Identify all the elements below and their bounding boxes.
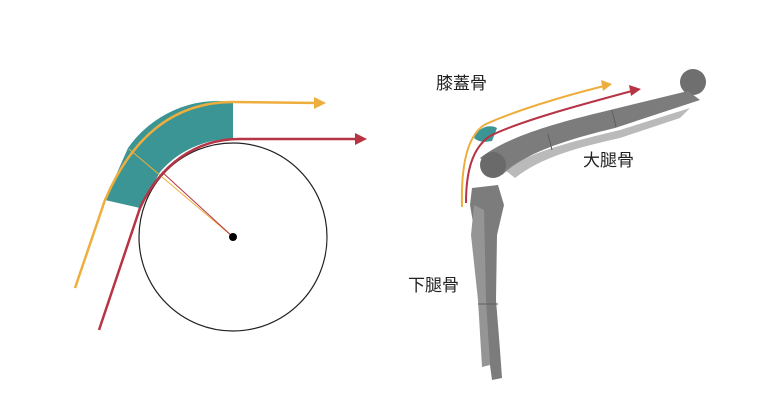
patella-shape (474, 126, 497, 142)
orange-arrowhead (314, 97, 326, 109)
joint-circle (138, 142, 328, 332)
patella-label: 膝蓋骨 (436, 74, 487, 94)
knee-red-arrowhead (629, 85, 641, 96)
knee-red-path (465, 90, 633, 204)
femur-label: 大腿骨 (583, 151, 634, 171)
femur-head (680, 69, 706, 95)
femur-divider-1 (547, 133, 553, 151)
knee-illustration (460, 69, 706, 380)
femur-divider-2 (611, 109, 617, 128)
teal-wedge (105, 100, 233, 208)
knee-orange-arrowhead (601, 80, 612, 91)
center-dot (229, 233, 237, 241)
red-path (97, 137, 358, 331)
red-arrowhead (355, 133, 367, 145)
femoral-condyle (480, 152, 506, 178)
femur-shadow (505, 108, 690, 178)
radius-line-red (161, 171, 234, 238)
femur-bone (480, 91, 700, 175)
tibia-label: 下腿骨 (408, 276, 459, 296)
fibula-bone (471, 205, 490, 367)
left-schematic (73, 97, 367, 332)
orange-path (73, 100, 319, 289)
knee-orange-path (460, 85, 605, 208)
radius-line-orange (128, 148, 234, 238)
